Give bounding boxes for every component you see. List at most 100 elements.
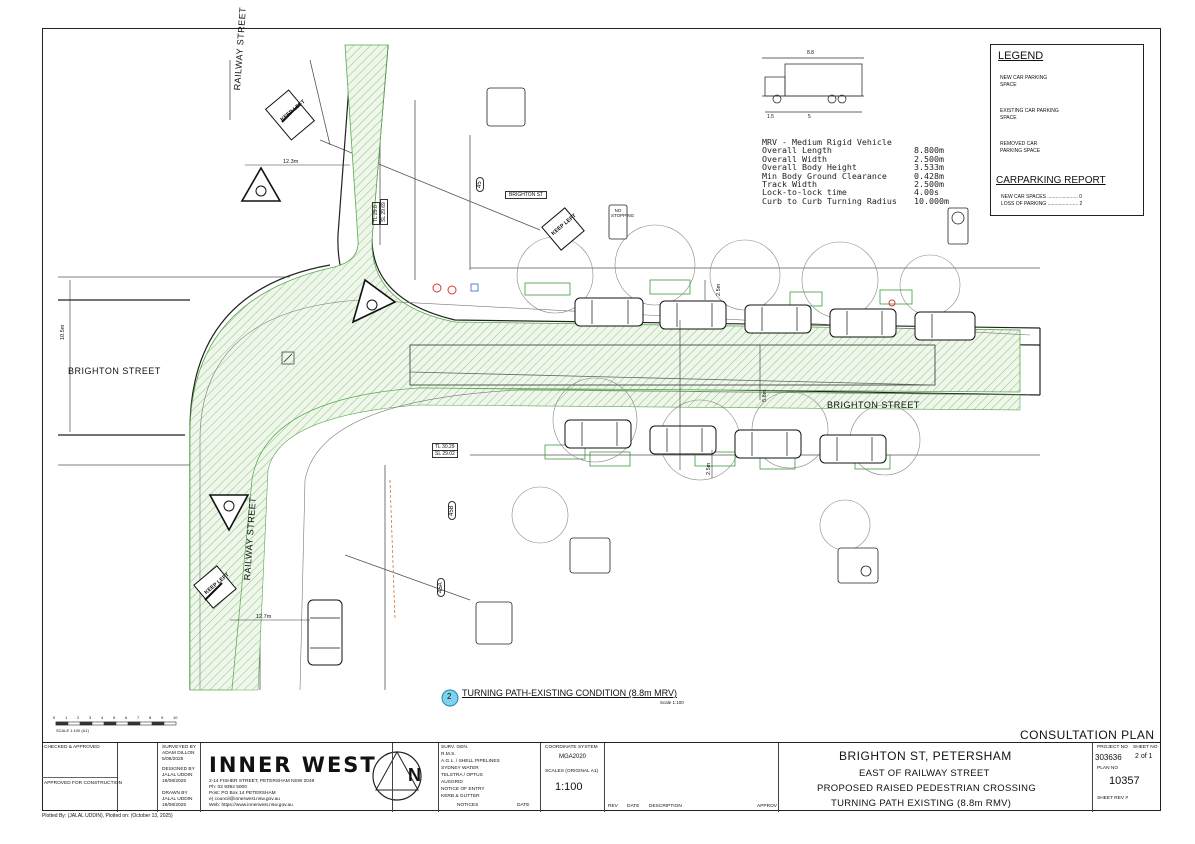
dim-12-7m: 12.7m	[256, 614, 272, 620]
lot-number: 45A	[437, 578, 445, 597]
notices-label: NOTICES	[457, 803, 479, 808]
signature-cell	[118, 743, 158, 812]
coordinate-label: COORDINATE SYSTEM	[545, 745, 598, 750]
legend-item-label: NEW CAR PARKING SPACE	[1000, 75, 1048, 88]
vehicle-spec-title: MRV - Medium Rigid Vehicle	[762, 137, 892, 147]
dim-12-3m: 12.3m	[283, 159, 299, 165]
scale-tick: 5	[113, 715, 116, 720]
scales-original: (ORIGINAL A1)	[565, 769, 599, 774]
lot-number: 45	[476, 177, 484, 192]
plan-no-label: PLAN NO	[1097, 766, 1119, 771]
personnel-cell: SURVEYED BY ADAM DILLON 5/08/2025 DESIGN…	[158, 743, 201, 812]
project-no: 303636	[1095, 753, 1122, 762]
truck-length: 8.8	[807, 50, 814, 56]
street-brighton-right: BRIGHTON STREET	[827, 400, 920, 410]
revision-cell: REV DATE DESCRIPTION APPROV	[605, 743, 779, 812]
legend-item-label: EXISTING CAR PARKING SPACE	[1000, 108, 1059, 121]
legend-new-tag: NEW	[1094, 76, 1108, 82]
notice-row: SYDNEY WATER	[441, 766, 479, 771]
scale-tick: 1	[65, 715, 68, 720]
level-bot-b: SL 29.02	[432, 450, 458, 458]
drawing-title-1: BRIGHTON ST, PETERSHAM	[839, 749, 1012, 763]
notice-row: TELSTRA / OPTUS	[441, 773, 483, 778]
caption-title: TURNING PATH-EXISTING CONDITION (8.8m MR…	[462, 688, 678, 698]
project-no-label: PROJECT NO	[1097, 745, 1128, 750]
street-brighton-left: BRIGHTON STREET	[68, 366, 161, 376]
notice-row: SURV. GEN.	[441, 745, 469, 750]
drawing-title-3: PROPOSED RAISED PEDESTRIAN CROSSING	[817, 783, 1037, 794]
drawn-date: 18/08/2025	[162, 803, 187, 808]
council-phone: 02 9392 5000	[217, 785, 247, 790]
notice-row: R.M.S.	[441, 752, 456, 757]
scale-tick: 8	[149, 715, 152, 720]
level-top-a: TL 29.8	[372, 202, 380, 225]
drawn-name: JALAL UDDIN	[162, 797, 193, 802]
sheet-no: 2 of 1	[1135, 753, 1153, 760]
truck-dim-a: 1.5	[767, 114, 774, 120]
scale-tick: 3	[89, 715, 92, 720]
lot-number: 45B	[448, 501, 456, 520]
report-row: NEW CAR SPACES ...................... 0	[1001, 194, 1083, 200]
caption-scale: Scale 1:100	[660, 700, 684, 705]
council-address: 2-14 FISHER STREET, PETERSHAM NSW 2049	[209, 779, 315, 784]
consultation-plan-label: CONSULTATION PLAN	[1020, 728, 1155, 742]
scale-value: 1:100	[555, 781, 583, 793]
legend-panel: LEGEND NEW CAR PARKING SPACE EXISTING CA…	[990, 44, 1144, 216]
surveyed-label: SURVEYED BY	[162, 745, 197, 750]
no-stopping-sign: NO STOPPING	[611, 208, 635, 218]
scale-bar-ticks: 0 1 2 3 4 5 6 7 8 9 10	[53, 715, 183, 721]
notice-row: A.G.L. / SHELL PIPELINES	[441, 759, 500, 764]
scale-tick: 2	[77, 715, 80, 720]
approved-construction-label: APPROVED FOR CONSTRUCTION	[44, 781, 123, 786]
dim-10-5m: 10.5m	[60, 324, 66, 340]
rev-approv-label: APPROV	[757, 804, 777, 809]
scales-label: SCALES	[545, 769, 564, 774]
web-label: Web:	[209, 803, 221, 808]
drawing-title-2: EAST OF RAILWAY STREET	[859, 768, 990, 779]
coordinate-cell: COORDINATE SYSTEM MGA2020 SCALES (ORIGIN…	[541, 743, 605, 812]
vehicle-spec: MRV - Medium Rigid Vehicle Overall Lengt…	[762, 137, 949, 206]
council-post: PO Box 14 PETERSHAM	[221, 791, 276, 796]
scale-bar-label: SCALE 1:100 (A1)	[56, 728, 89, 733]
scale-tick: 10	[173, 715, 178, 720]
north-arrow-cell: N	[393, 743, 439, 812]
approvals-cell: CHECKED & APPROVED APPROVED FOR CONSTRUC…	[42, 743, 122, 812]
council-web: https://www.innerwest.nsw.gov.au	[221, 803, 293, 808]
phone-label: Ph:	[209, 785, 217, 790]
email-label: e)	[209, 797, 214, 802]
plotted-by: Plotted By: (JALAL UDDIN), Plotted on: (…	[42, 813, 173, 819]
rev-date-label: DATE	[627, 804, 640, 809]
checked-approved-label: CHECKED & APPROVED	[44, 745, 100, 750]
dim-2-5m-a: 2.5m	[716, 283, 722, 296]
council-cell: INNER WEST 2-14 FISHER STREET, PETERSHAM…	[201, 743, 393, 812]
sheet-rev-label: SHEET REV #	[1097, 796, 1129, 801]
post-label: Post:	[209, 791, 220, 796]
caption-number: 2	[447, 692, 452, 701]
scale-tick: 0	[53, 715, 56, 720]
surveyed-name: ADAM DILLON	[162, 751, 195, 756]
sheet-no-label: SHEET NO	[1133, 745, 1158, 750]
inner-west-logo: INNER WEST	[209, 753, 377, 777]
legend-item-label: REMOVED CAR PARKING SPACE	[1000, 141, 1041, 154]
rev-label: REV	[608, 804, 618, 809]
notices-date-label: DATE	[517, 803, 530, 808]
carparking-report-title: CARPARKING REPORT	[996, 175, 1106, 186]
north-arrow-icon: N	[408, 765, 421, 785]
notice-row: NOTICE OF ENTRY	[441, 787, 485, 792]
level-top-b: SL 29.69	[380, 199, 388, 225]
drawing-sheet	[42, 28, 1161, 811]
project-info-cell: PROJECT NO SHEET NO 303636 2 of 1 PLAN N…	[1093, 743, 1161, 812]
plan-no: 10357	[1109, 775, 1140, 787]
rev-description-label: DESCRIPTION	[649, 804, 682, 809]
drawing-title-cell: BRIGHTON ST, PETERSHAM EAST OF RAILWAY S…	[779, 743, 1093, 812]
dim-2-5m-b: 2.5m	[706, 462, 712, 475]
notice-row: AUSGRID	[441, 780, 463, 785]
dim-5-8m: 5.8m	[762, 389, 768, 402]
scale-tick: 4	[101, 715, 104, 720]
